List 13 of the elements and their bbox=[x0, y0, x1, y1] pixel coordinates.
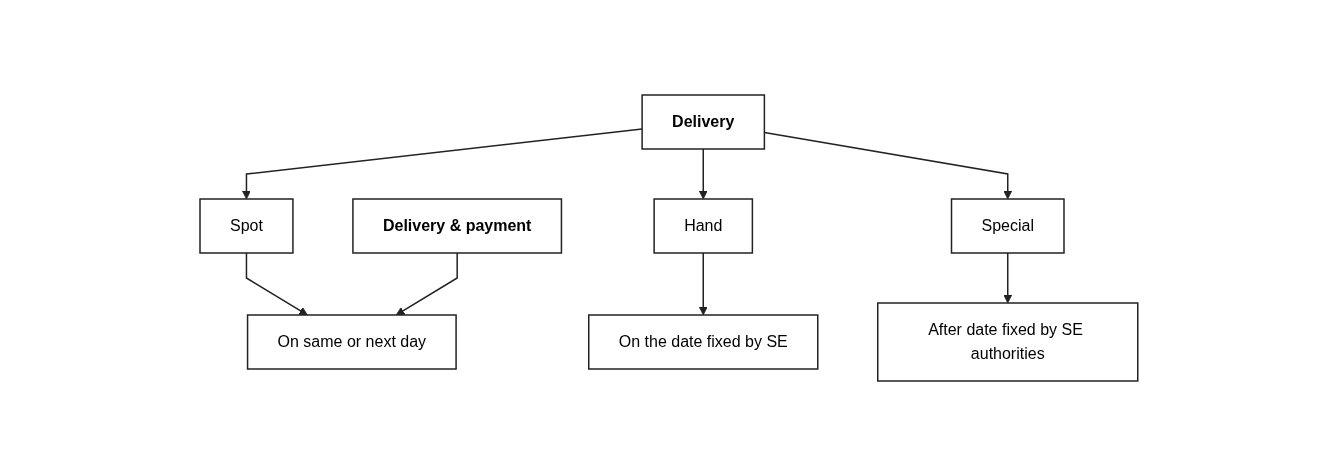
node-box: Delivery bbox=[641, 94, 765, 150]
node-box: Special bbox=[950, 198, 1065, 254]
arrow bbox=[1003, 252, 1012, 304]
node-box: Spot bbox=[198, 198, 294, 254]
arrow bbox=[395, 252, 458, 316]
node-box: On same or next day bbox=[246, 314, 457, 370]
node-box: Hand bbox=[653, 198, 753, 254]
arrow bbox=[245, 252, 308, 316]
arrow bbox=[698, 252, 708, 316]
arrow bbox=[698, 148, 708, 200]
node-box: Delivery & payment bbox=[351, 198, 562, 254]
node-box: After date fixed by SE authorities bbox=[876, 302, 1139, 382]
node-box: On the date fixed by SE bbox=[587, 314, 819, 370]
